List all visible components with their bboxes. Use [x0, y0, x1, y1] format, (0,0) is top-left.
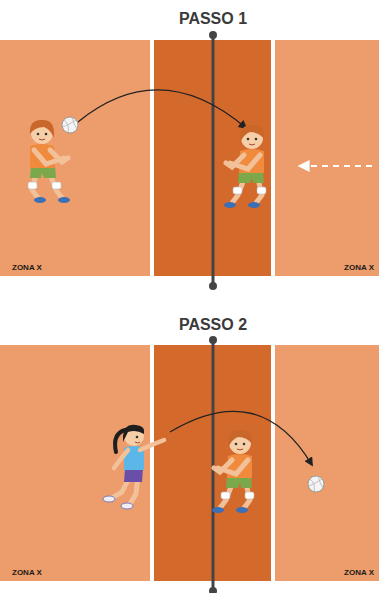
zone-label: ZONA X	[344, 263, 374, 272]
step-heading: PASSO 2	[179, 316, 247, 334]
zone-label: ZONA X	[12, 263, 42, 272]
zone-label: ZONA X	[12, 568, 42, 577]
step-heading: PASSO 1	[179, 10, 247, 28]
zone-label: ZONA X	[344, 568, 374, 577]
